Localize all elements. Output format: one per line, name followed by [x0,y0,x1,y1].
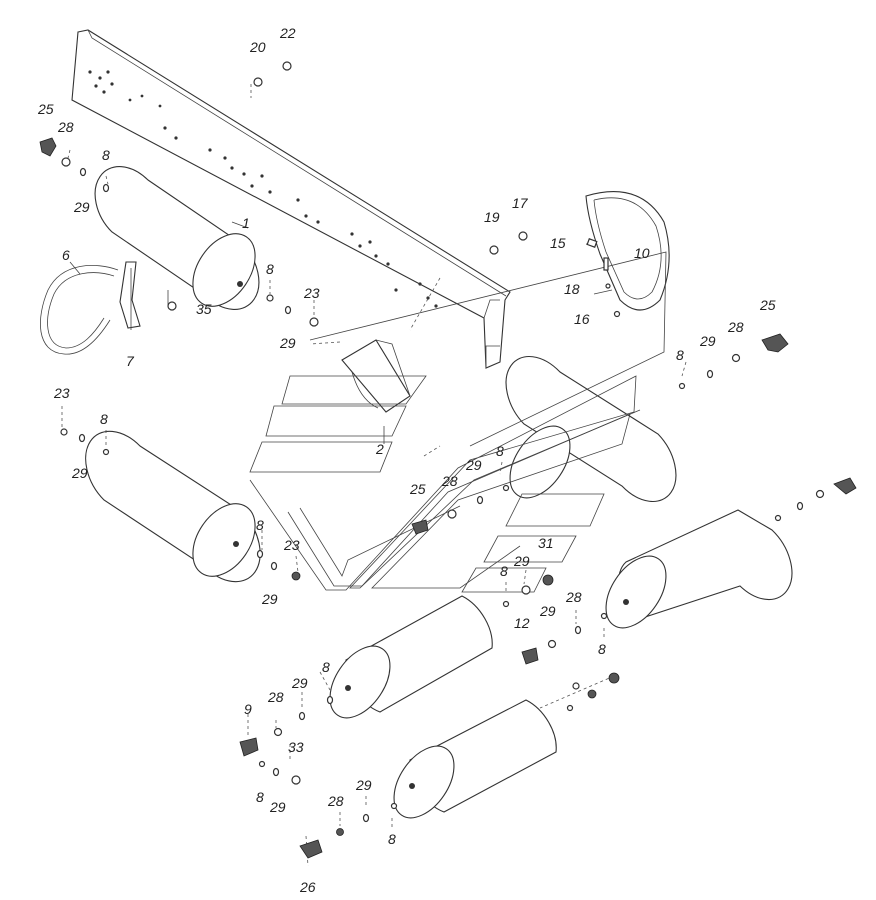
air-tank-right-mid [605,509,793,629]
callout-8: 8 [500,563,508,579]
frame-cross-member [71,29,511,369]
callout-25: 25 [409,481,426,497]
air-tank-lower [393,699,557,819]
callout-29: 29 [291,675,308,691]
callout-8: 8 [676,347,684,363]
callout-23: 23 [303,285,320,301]
callout-8: 8 [100,411,108,427]
callout-8: 8 [102,147,110,163]
callout-17: 17 [512,195,529,211]
callout-29: 29 [355,777,372,793]
callout-33: 33 [288,739,304,755]
callout-29: 29 [699,333,716,349]
callout-29: 29 [261,591,278,607]
callout-6: 6 [62,247,70,263]
air-tank-left [85,430,261,583]
callout-8: 8 [598,641,606,657]
callout-29: 29 [465,457,482,473]
callout-8: 8 [388,831,396,847]
air-hose [39,265,119,355]
callout-28: 28 [565,589,582,605]
air-tank-center [329,595,493,719]
callout-7: 7 [126,353,135,369]
callout-28: 28 [727,319,744,335]
callout-10: 10 [634,245,650,261]
callout-labels: 20 22 25 28 8 29 1 6 8 35 23 29 7 19 17 … [37,25,776,895]
fittings [39,61,857,859]
leader-lines [61,84,687,867]
callout-23: 23 [283,537,300,553]
callout-8: 8 [266,261,274,277]
callout-23: 23 [53,385,70,401]
callout-31: 31 [538,535,554,551]
callout-8: 8 [322,659,330,675]
callout-29: 29 [73,199,90,215]
hose-bracket [119,261,141,329]
callout-25: 25 [37,101,54,117]
callout-26: 26 [299,879,316,895]
callout-2: 2 [375,441,384,457]
callout-29: 29 [539,603,556,619]
callout-25: 25 [759,297,776,313]
callout-29: 29 [71,465,88,481]
callout-28: 28 [267,689,284,705]
air-tank-upper [94,166,260,310]
callout-28: 28 [441,473,458,489]
tank-strap [585,191,670,311]
callout-28: 28 [327,793,344,809]
callout-12: 12 [514,615,530,631]
callout-16: 16 [574,311,590,327]
callout-22: 22 [279,25,296,41]
callout-29: 29 [279,335,296,351]
callout-8: 8 [256,789,264,805]
callout-20: 20 [249,39,266,55]
callout-15: 15 [550,235,566,251]
assembly-outline [249,251,667,593]
callout-8: 8 [256,517,264,533]
callout-9: 9 [244,701,252,717]
callout-35: 35 [196,301,212,317]
callout-18: 18 [564,281,580,297]
callout-29: 29 [269,799,286,815]
callout-19: 19 [484,209,500,225]
callout-28: 28 [57,119,74,135]
callout-8: 8 [496,443,504,459]
callout-29: 29 [513,553,530,569]
callout-1: 1 [242,215,250,231]
